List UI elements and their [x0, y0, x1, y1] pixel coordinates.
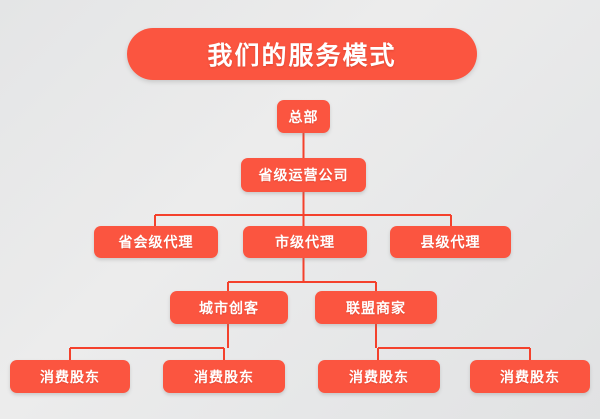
node-consumer-shareholder-3-label: 消费股东	[349, 369, 409, 386]
node-consumer-shareholder-4-label: 消费股东	[500, 369, 560, 386]
node-headquarters-label: 总部	[288, 109, 319, 126]
node-provincial-company-label: 省级运营公司	[258, 168, 349, 184]
node-city-maker[interactable]: 城市创客	[170, 291, 288, 324]
node-provincial-capital-agent-label: 省会级代理	[118, 235, 194, 251]
node-consumer-shareholder-1[interactable]: 消费股东	[10, 360, 130, 393]
node-county-agent[interactable]: 县级代理	[390, 226, 511, 258]
node-consumer-shareholder-1-label: 消费股东	[40, 369, 100, 386]
node-city-agent[interactable]: 市级代理	[243, 226, 367, 258]
node-provincial-company[interactable]: 省级运营公司	[241, 158, 366, 192]
node-consumer-shareholder-2[interactable]: 消费股东	[163, 360, 285, 393]
chart-title-banner: 我们的服务模式	[127, 28, 477, 80]
node-alliance-merchant[interactable]: 联盟商家	[315, 291, 437, 324]
node-city-agent-label: 市级代理	[275, 235, 335, 251]
node-provincial-capital-agent[interactable]: 省会级代理	[94, 226, 218, 258]
page-title: 我们的服务模式	[207, 41, 397, 70]
node-consumer-shareholder-3[interactable]: 消费股东	[318, 360, 440, 393]
node-city-maker-label: 城市创客	[199, 300, 259, 317]
node-consumer-shareholder-4[interactable]: 消费股东	[470, 360, 590, 393]
node-county-agent-label: 县级代理	[420, 235, 481, 251]
node-consumer-shareholder-2-label: 消费股东	[194, 369, 254, 386]
node-headquarters[interactable]: 总部	[277, 100, 330, 133]
node-alliance-merchant-label: 联盟商家	[346, 300, 406, 317]
